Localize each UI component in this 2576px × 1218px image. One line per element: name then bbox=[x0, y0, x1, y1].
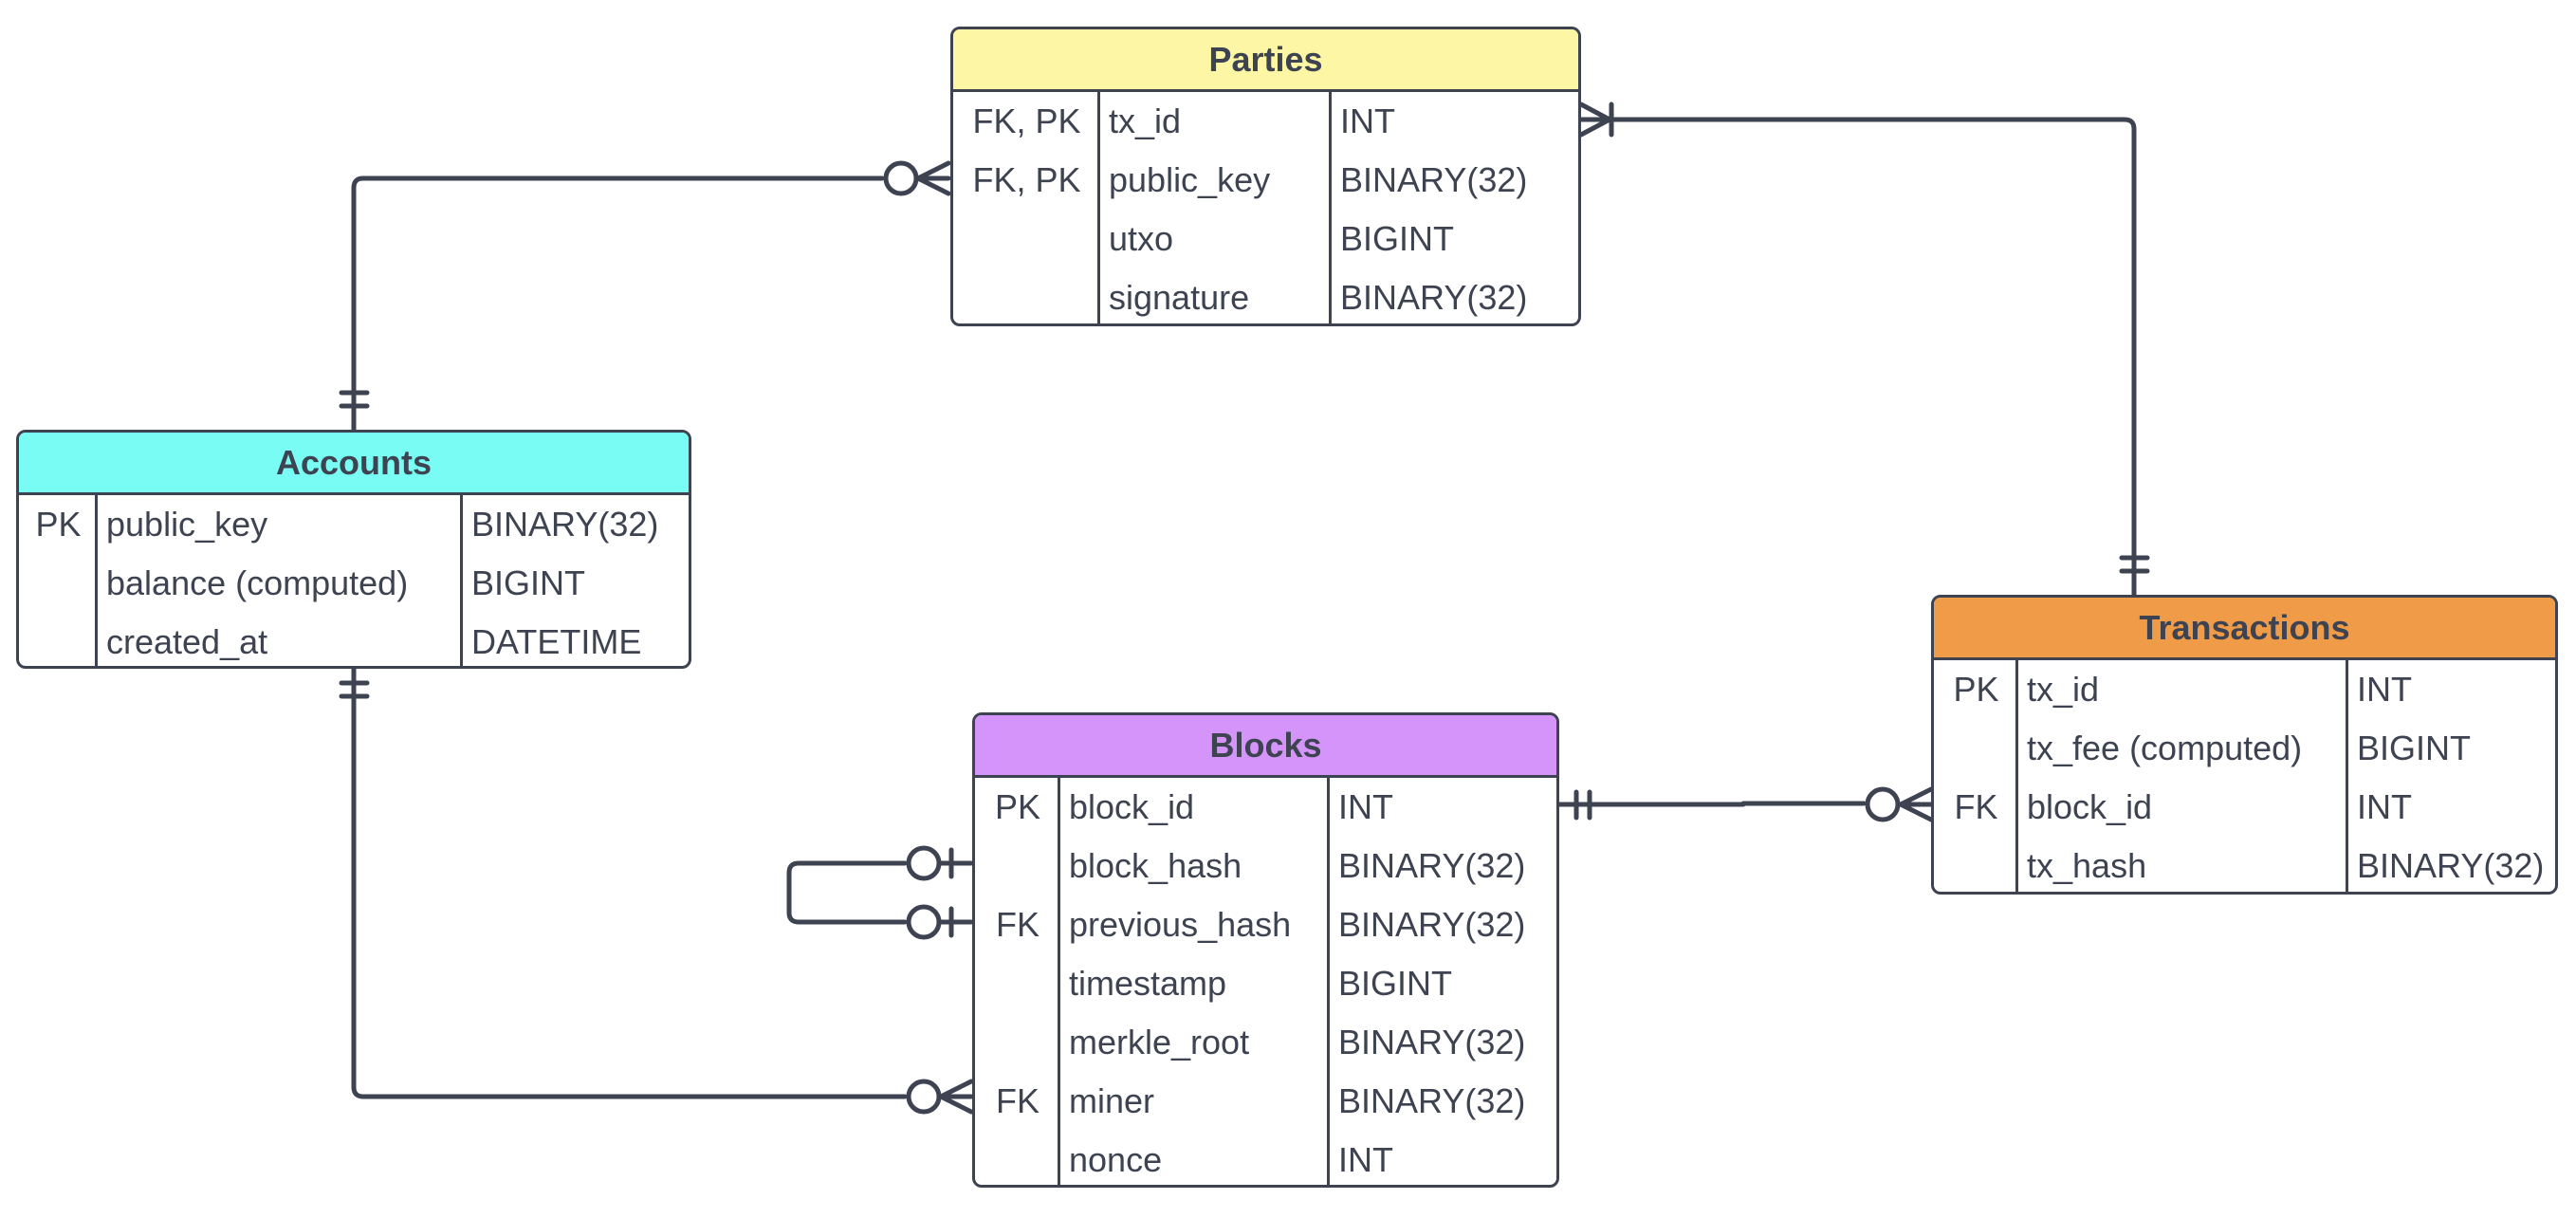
attribute-name: created_at bbox=[106, 622, 268, 661]
attribute-row[interactable]: merkle_root BINARY(32) bbox=[975, 1013, 1556, 1072]
attribute-name: block_hash bbox=[1069, 846, 1242, 885]
attribute-type: BINARY(32) bbox=[1340, 160, 1528, 199]
key-cell: FK, PK bbox=[972, 102, 1081, 140]
column-divider bbox=[2346, 660, 2348, 892]
column-divider bbox=[95, 495, 98, 666]
key-cell: PK bbox=[35, 505, 82, 544]
attribute-name: tx_id bbox=[1109, 102, 1182, 140]
blocks-entity[interactable]: Blocks PK block_id INT block_hash BINARY… bbox=[972, 712, 1559, 1188]
attribute-type: DATETIME bbox=[471, 622, 642, 661]
zero-or-many-marker bbox=[883, 160, 951, 196]
attribute-name: tx_hash bbox=[2027, 846, 2147, 885]
parties-entity[interactable]: Parties FK, PK tx_id INT FK, PK public_k… bbox=[950, 27, 1581, 326]
attribute-row[interactable]: FK miner BINARY(32) bbox=[975, 1072, 1556, 1131]
attribute-name: signature bbox=[1109, 278, 1250, 317]
entity-rows: FK, PK tx_id INT FK, PK public_key BINAR… bbox=[953, 92, 1578, 323]
relationship-blocks-self bbox=[786, 860, 908, 925]
attribute-type: BINARY(32) bbox=[2357, 846, 2545, 885]
attribute-row[interactable]: tx_fee (computed) BIGINT bbox=[1934, 719, 2555, 778]
entity-title: Parties bbox=[953, 29, 1578, 92]
entity-title: Accounts bbox=[19, 433, 689, 495]
attribute-row[interactable]: nonce INT bbox=[975, 1131, 1556, 1185]
relationship-blocks-transactions bbox=[1556, 801, 1867, 807]
attribute-name: public_key bbox=[1109, 160, 1271, 199]
attribute-type: INT bbox=[1338, 1140, 1393, 1179]
attribute-row[interactable]: timestamp BIGINT bbox=[975, 954, 1556, 1013]
key-cell: FK, PK bbox=[972, 160, 1081, 199]
attribute-row[interactable]: PK public_key BINARY(32) bbox=[19, 495, 689, 554]
entity-title: Transactions bbox=[1934, 598, 2555, 660]
attribute-name: tx_id bbox=[2027, 670, 2100, 709]
key-cell: FK bbox=[1954, 787, 1998, 826]
attribute-name: balance (computed) bbox=[106, 563, 409, 602]
attribute-row[interactable]: FK previous_hash BINARY(32) bbox=[975, 895, 1556, 954]
attribute-type: INT bbox=[2357, 670, 2412, 709]
key-cell: PK bbox=[994, 787, 1041, 826]
accounts-entity[interactable]: Accounts PK public_key BINARY(32) balanc… bbox=[16, 430, 691, 669]
zero-or-one-marker bbox=[906, 904, 974, 940]
key-cell: FK bbox=[995, 905, 1040, 944]
zero-or-many-marker bbox=[1865, 786, 1934, 822]
attribute-type: BIGINT bbox=[2357, 729, 2472, 767]
attribute-row[interactable]: utxo BIGINT bbox=[953, 210, 1578, 268]
attribute-type: INT bbox=[1338, 787, 1393, 826]
zero-or-one-marker bbox=[906, 845, 974, 881]
column-divider bbox=[1327, 778, 1330, 1185]
attribute-row[interactable]: PK tx_id INT bbox=[1934, 660, 2555, 719]
attribute-type: INT bbox=[1340, 102, 1395, 140]
attribute-row[interactable]: created_at DATETIME bbox=[19, 613, 689, 666]
entity-rows: PK block_id INT block_hash BINARY(32) FK… bbox=[975, 778, 1556, 1185]
column-divider bbox=[460, 495, 463, 666]
attribute-type: INT bbox=[2357, 787, 2412, 826]
attribute-type: BIGINT bbox=[1338, 964, 1453, 1003]
column-divider bbox=[1097, 92, 1100, 323]
entity-rows: PK tx_id INT tx_fee (computed) BIGINT FK… bbox=[1934, 660, 2555, 892]
attribute-name: merkle_root bbox=[1069, 1023, 1250, 1061]
attribute-row[interactable]: tx_hash BINARY(32) bbox=[1934, 837, 2555, 892]
one-and-only-one-marker bbox=[339, 680, 370, 699]
attribute-row[interactable]: signature BINARY(32) bbox=[953, 268, 1578, 323]
attribute-name: nonce bbox=[1069, 1140, 1163, 1179]
attribute-row[interactable]: FK, PK tx_id INT bbox=[953, 92, 1578, 151]
column-divider bbox=[1329, 92, 1332, 323]
transactions-entity[interactable]: Transactions PK tx_id INT tx_fee (comput… bbox=[1931, 595, 2558, 895]
entity-title: Blocks bbox=[975, 715, 1556, 778]
one-and-only-one-marker bbox=[2119, 555, 2150, 574]
entity-rows: PK public_key BINARY(32) balance (comput… bbox=[19, 495, 689, 666]
attribute-type: BINARY(32) bbox=[1338, 905, 1526, 944]
attribute-type: BINARY(32) bbox=[1338, 846, 1526, 885]
column-divider bbox=[2015, 660, 2018, 892]
attribute-type: BINARY(32) bbox=[1338, 1081, 1526, 1120]
column-divider bbox=[1058, 778, 1060, 1185]
attribute-name: miner bbox=[1069, 1081, 1155, 1120]
attribute-type: BINARY(32) bbox=[1340, 278, 1528, 317]
relationship-accounts-blocks bbox=[351, 666, 908, 1099]
attribute-name: block_id bbox=[1069, 787, 1195, 826]
one-or-many-marker bbox=[1578, 102, 1614, 138]
attribute-name: timestamp bbox=[1069, 964, 1227, 1003]
zero-or-many-marker bbox=[906, 1079, 974, 1115]
key-cell: PK bbox=[1953, 670, 1999, 709]
attribute-name: previous_hash bbox=[1069, 905, 1292, 944]
attribute-name: block_id bbox=[2027, 787, 2153, 826]
attribute-row[interactable]: FK, PK public_key BINARY(32) bbox=[953, 151, 1578, 210]
attribute-row[interactable]: block_hash BINARY(32) bbox=[975, 837, 1556, 895]
attribute-type: BINARY(32) bbox=[1338, 1023, 1526, 1061]
one-and-only-one-marker bbox=[339, 390, 370, 409]
relationship-accounts-parties bbox=[351, 175, 885, 433]
attribute-name: tx_fee (computed) bbox=[2027, 729, 2303, 767]
attribute-type: BIGINT bbox=[471, 563, 586, 602]
attribute-row[interactable]: PK block_id INT bbox=[975, 778, 1556, 837]
one-and-only-one-marker bbox=[1573, 789, 1592, 821]
relationship-transactions-parties bbox=[1578, 117, 2137, 598]
attribute-name: public_key bbox=[106, 505, 268, 544]
attribute-name: utxo bbox=[1109, 219, 1174, 258]
key-cell: FK bbox=[995, 1081, 1040, 1120]
attribute-type: BINARY(32) bbox=[471, 505, 659, 544]
attribute-row[interactable]: balance (computed) BIGINT bbox=[19, 554, 689, 613]
attribute-row[interactable]: FK block_id INT bbox=[1934, 778, 2555, 837]
attribute-type: BIGINT bbox=[1340, 219, 1455, 258]
